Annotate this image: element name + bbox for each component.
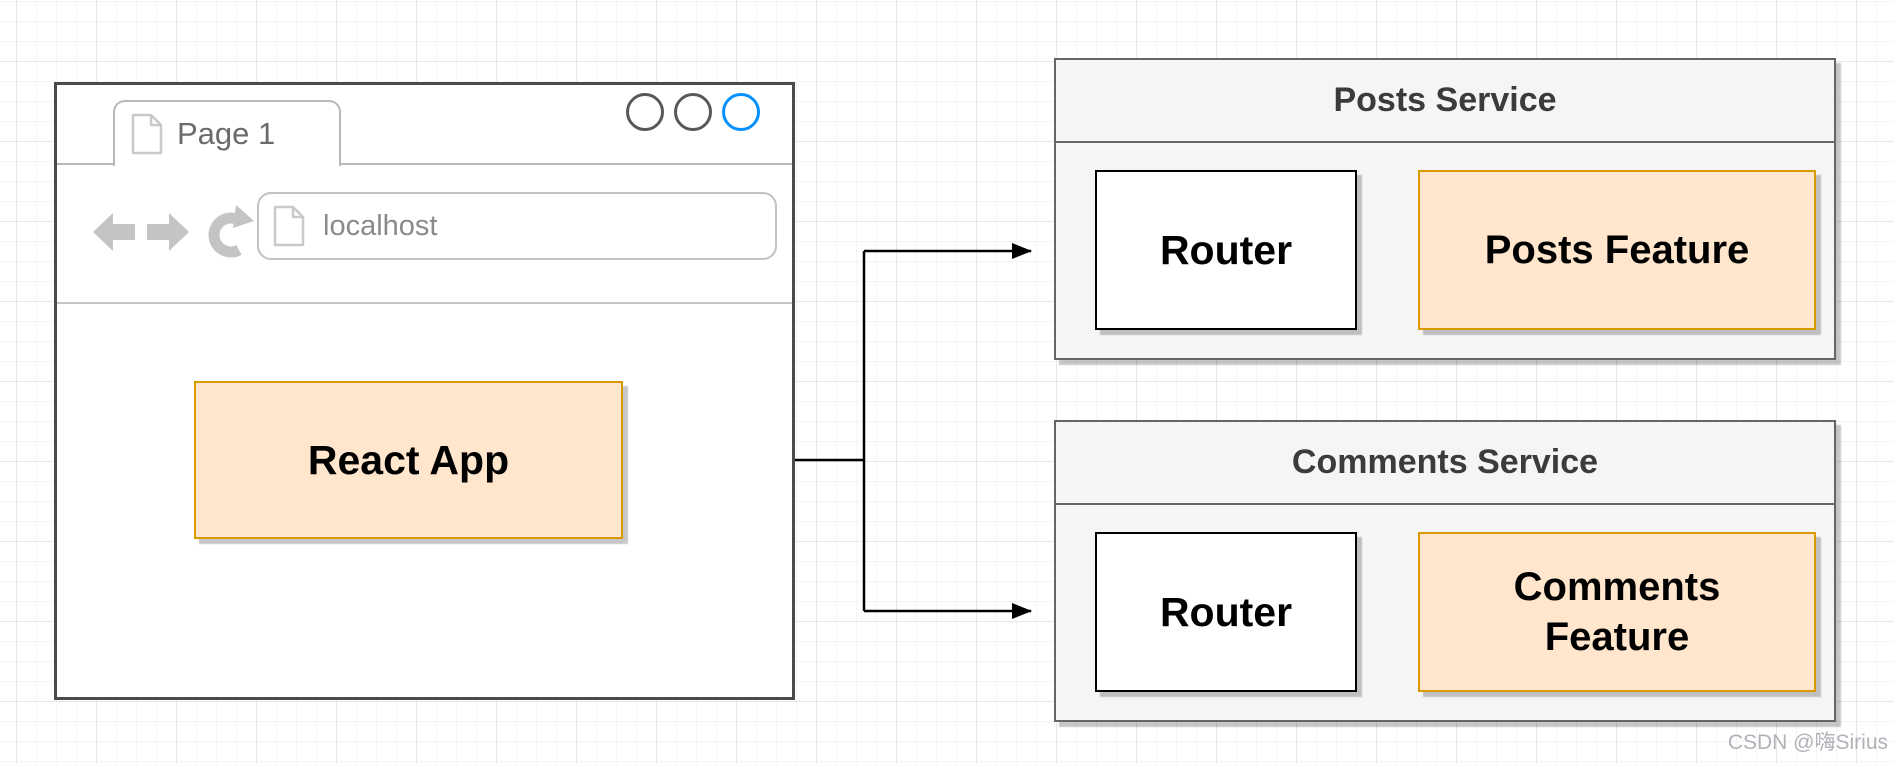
url-text: localhost (323, 209, 438, 242)
comments-router-node: Router (1095, 532, 1357, 692)
comments-service-panel: Comments Service Router Comments Feature (1054, 420, 1836, 722)
posts-router-node: Router (1095, 170, 1357, 330)
comments-service-header: Comments Service (1056, 422, 1834, 505)
posts-service-panel: Posts Service Router Posts Feature (1054, 58, 1836, 360)
comments-service-title: Comments Service (1291, 443, 1599, 481)
refresh-icon (208, 205, 254, 258)
address-bar: localhost (257, 192, 777, 260)
posts-feature-node: Posts Feature (1418, 170, 1816, 330)
forward-arrow-icon (147, 213, 189, 251)
posts-service-header: Posts Service (1056, 60, 1834, 143)
watermark: CSDN @嗨Sirius (1727, 731, 1888, 754)
tab-label: Page 1 (177, 116, 276, 151)
tab-bar-line (57, 163, 792, 165)
page-icon (273, 205, 305, 247)
window-circle-icon (674, 93, 712, 131)
page-icon (131, 113, 163, 155)
toolbar-divider (57, 302, 792, 304)
posts-feature-label: Posts Feature (1484, 228, 1750, 272)
browser-toolbar (91, 197, 255, 267)
react-app-node: React App (194, 381, 623, 539)
browser-window-mockup: Page 1 localhost (54, 82, 795, 700)
comments-feature-label: Comments Feature (1513, 565, 1721, 659)
window-circle-icon (626, 93, 664, 131)
window-circle-active-icon (722, 93, 760, 131)
react-app-label: React App (307, 436, 510, 483)
back-arrow-icon (93, 213, 135, 251)
window-buttons (626, 93, 760, 131)
posts-router-label: Router (1159, 226, 1293, 273)
comments-router-label: Router (1159, 588, 1293, 635)
comments-feature-node: Comments Feature (1418, 532, 1816, 692)
browser-tab: Page 1 (113, 100, 341, 166)
posts-service-title: Posts Service (1333, 81, 1557, 119)
